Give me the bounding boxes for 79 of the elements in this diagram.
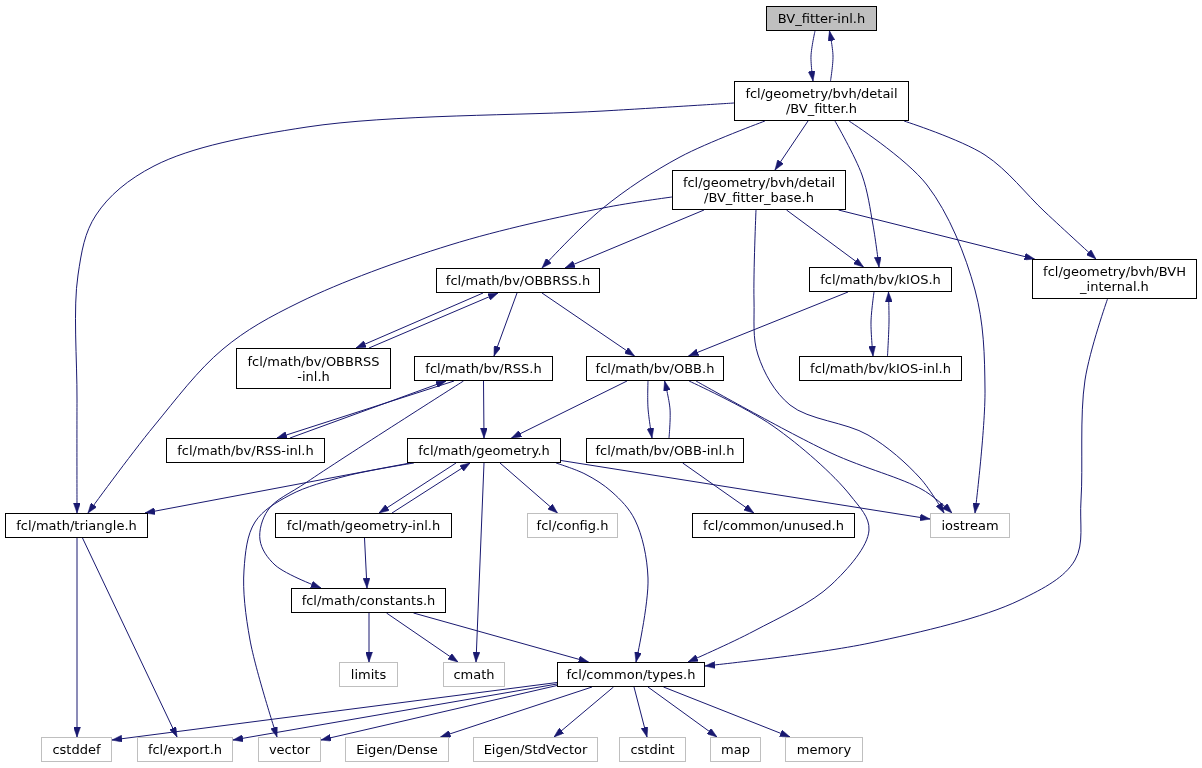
include-arrow	[646, 380, 655, 439]
include-arrow	[541, 120, 766, 269]
include-arrow	[774, 120, 809, 171]
include-arrow	[838, 209, 1035, 261]
include-arrow	[848, 120, 986, 514]
include-arrow	[903, 120, 1097, 260]
include-arrow	[480, 380, 488, 439]
external-header-node: limits	[339, 662, 398, 687]
include-arrow	[87, 196, 673, 514]
include-arrow	[472, 462, 485, 663]
include-arrow	[386, 612, 459, 663]
include-arrow	[647, 686, 718, 738]
header-node: fcl/geometry/bvh/detail /BV_fitter.h	[734, 81, 909, 121]
include-arrow	[553, 686, 614, 738]
include-arrow	[753, 209, 945, 514]
include-arrow	[633, 686, 649, 738]
include-arrow	[391, 462, 471, 514]
include-arrow	[413, 612, 589, 663]
root-header-node: BV_fitter-inl.h	[766, 6, 877, 31]
include-arrow	[688, 291, 849, 357]
include-arrow	[362, 537, 371, 589]
external-header-node: memory	[785, 737, 863, 762]
header-node: fcl/common/unused.h	[692, 513, 855, 538]
include-arrow	[499, 462, 558, 514]
include-arrow	[541, 292, 635, 357]
include-arrow	[834, 120, 882, 268]
include-arrow	[885, 291, 893, 357]
include-arrow	[786, 209, 864, 268]
external-header-node: map	[710, 737, 761, 762]
header-node: fcl/math/geometry.h	[407, 438, 561, 463]
include-arrow	[365, 612, 373, 663]
include-arrow	[355, 292, 484, 349]
include-arrow	[111, 682, 558, 743]
include-arrow	[82, 537, 178, 738]
header-node: fcl/math/bv/OBBRSS -inl.h	[236, 348, 391, 389]
header-node: fcl/common/types.h	[557, 662, 705, 687]
header-node: fcl/math/bv/OBB.h	[586, 356, 724, 381]
include-arrow	[511, 380, 628, 439]
include-arrow	[827, 30, 836, 82]
include-arrow	[560, 460, 931, 522]
include-arrow	[704, 298, 1108, 669]
external-header-node: Eigen/StdVector	[473, 737, 598, 762]
include-arrow	[73, 537, 81, 738]
header-node: fcl/math/bv/OBBRSS.h	[436, 268, 600, 293]
include-arrow	[868, 291, 876, 357]
include-arrow	[663, 380, 671, 439]
external-header-node: cstddef	[41, 737, 112, 762]
include-arrow	[259, 380, 464, 589]
header-node: fcl/math/triangle.h	[5, 513, 148, 538]
external-header-node: vector	[258, 737, 321, 762]
external-header-node: cmath	[443, 662, 505, 687]
include-arrow	[493, 292, 518, 357]
external-header-node: cstdint	[619, 737, 686, 762]
header-node: fcl/math/bv/RSS.h	[414, 356, 553, 381]
header-node: fcl/math/geometry-inl.h	[275, 513, 452, 538]
include-arrow	[73, 102, 735, 514]
header-node: fcl/geometry/bvh/detail /BV_fitter_base.h	[672, 170, 846, 210]
include-arrow	[555, 462, 649, 663]
external-header-node: iostream	[930, 513, 1010, 538]
include-arrow	[682, 462, 755, 514]
include-arrow	[440, 686, 593, 738]
include-arrow	[687, 380, 870, 663]
include-arrow	[663, 686, 791, 738]
header-node: fcl/math/bv/RSS-inl.h	[166, 438, 325, 463]
header-node: fcl/math/bv/kIOS.h	[809, 267, 952, 292]
include-arrow	[320, 685, 558, 742]
include-arrow	[564, 209, 705, 269]
include-arrow	[807, 30, 816, 82]
include-arrow	[368, 292, 499, 349]
header-node: fcl/math/bv/kIOS-inl.h	[799, 356, 962, 381]
include-arrow	[695, 380, 953, 514]
external-header-node: fcl/export.h	[137, 737, 233, 762]
include-arrow	[378, 462, 457, 514]
header-node: fcl/math/bv/OBB-inl.h	[586, 438, 744, 463]
external-header-node: fcl/config.h	[527, 513, 618, 538]
header-node: fcl/math/constants.h	[291, 588, 446, 613]
header-node: fcl/geometry/bvh/BVH _internal.h	[1032, 259, 1197, 299]
external-header-node: Eigen/Dense	[345, 737, 449, 762]
include-arrow	[232, 683, 558, 742]
